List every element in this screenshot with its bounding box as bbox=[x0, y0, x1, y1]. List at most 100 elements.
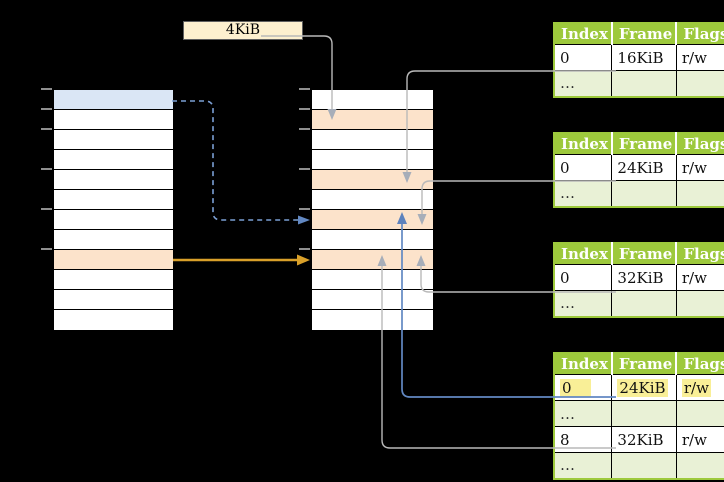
tick-mark bbox=[299, 248, 310, 250]
tick-mark bbox=[299, 208, 310, 210]
page-table-4: Index Frame Flags 0 24KiB r/w … 8 32KiB … bbox=[553, 352, 724, 480]
flags-cell: r/w bbox=[675, 44, 724, 71]
index-cell: … bbox=[553, 452, 613, 479]
index-cell: … bbox=[553, 180, 613, 207]
memory-row bbox=[54, 210, 173, 230]
frame-cell: 32KiB bbox=[611, 426, 677, 453]
frame-cell bbox=[611, 290, 677, 317]
memory-row bbox=[312, 190, 433, 210]
table-header-row: Index Frame Flags bbox=[554, 243, 724, 265]
frame-cell: 32KiB bbox=[611, 264, 677, 291]
col-index: Index bbox=[554, 243, 612, 265]
index-cell: 0 bbox=[553, 154, 613, 181]
frame-cell: 24KiB bbox=[611, 154, 677, 181]
col-flags: Flags bbox=[675, 133, 724, 155]
tick-mark bbox=[41, 168, 52, 170]
col-index: Index bbox=[554, 23, 612, 45]
index-cell: 0 bbox=[553, 44, 613, 71]
memory-row bbox=[312, 150, 433, 170]
page-table-3: Index Frame Flags 0 32KiB r/w … bbox=[553, 242, 724, 318]
memory-row bbox=[312, 90, 433, 110]
table-row: 0 16KiB r/w bbox=[553, 44, 724, 71]
memory-row bbox=[54, 310, 173, 330]
index-cell: 8 bbox=[553, 426, 613, 453]
flags-cell: r/w bbox=[675, 154, 724, 181]
memory-row bbox=[54, 190, 173, 210]
index-cell: … bbox=[553, 290, 613, 317]
memory-row bbox=[54, 290, 173, 310]
col-flags: Flags bbox=[675, 243, 724, 265]
tick-mark bbox=[41, 108, 52, 110]
tick-mark bbox=[41, 88, 52, 90]
col-index: Index bbox=[554, 133, 612, 155]
highlight-index: 0 bbox=[560, 378, 591, 397]
index-cell: … bbox=[553, 400, 613, 427]
table-row: … bbox=[553, 180, 724, 207]
frame-cell: 24KiB bbox=[611, 374, 677, 401]
frame-cell bbox=[611, 400, 677, 427]
memory-row bbox=[312, 270, 433, 290]
virtual-page-8 bbox=[54, 250, 173, 270]
frame-16kib bbox=[312, 170, 433, 190]
tick-mark bbox=[41, 128, 52, 130]
memory-row bbox=[312, 290, 433, 310]
col-frame: Frame bbox=[610, 243, 677, 265]
memory-row bbox=[312, 230, 433, 250]
table-header-row: Index Frame Flags bbox=[554, 23, 724, 45]
table-row: 8 32KiB r/w bbox=[553, 426, 724, 453]
index-cell: 0 bbox=[553, 374, 613, 401]
flags-cell bbox=[675, 400, 724, 427]
table-row-highlighted: 0 24KiB r/w bbox=[553, 374, 724, 401]
virtual-page-0 bbox=[54, 90, 173, 110]
table-row: … bbox=[553, 452, 724, 479]
index-cell: 0 bbox=[553, 264, 613, 291]
highlight-flags: r/w bbox=[681, 378, 711, 397]
highlight-frame: 24KiB bbox=[617, 378, 668, 397]
physical-memory-table bbox=[311, 89, 434, 331]
frame-cell bbox=[611, 452, 677, 479]
memory-row bbox=[54, 170, 173, 190]
flags-cell bbox=[675, 290, 724, 317]
flags-cell bbox=[675, 70, 724, 97]
col-frame: Frame bbox=[610, 23, 677, 45]
table-header-row: Index Frame Flags bbox=[554, 133, 724, 155]
flags-cell: r/w bbox=[675, 374, 724, 401]
memory-row bbox=[54, 230, 173, 250]
tick-mark bbox=[299, 88, 310, 90]
page-table-2: Index Frame Flags 0 24KiB r/w … bbox=[553, 132, 724, 208]
col-flags: Flags bbox=[675, 23, 724, 45]
tick-mark bbox=[299, 168, 310, 170]
tick-mark bbox=[41, 248, 52, 250]
table-row: 0 32KiB r/w bbox=[553, 264, 724, 291]
frame-32kib bbox=[312, 250, 433, 270]
table-row: … bbox=[553, 400, 724, 427]
index-cell: … bbox=[553, 70, 613, 97]
table-header-row: Index Frame Flags bbox=[554, 353, 724, 375]
memory-row bbox=[312, 310, 433, 330]
frame-cell: 16KiB bbox=[611, 44, 677, 71]
flags-cell: r/w bbox=[675, 264, 724, 291]
col-frame: Frame bbox=[610, 133, 677, 155]
frame-4kib bbox=[312, 110, 433, 130]
frame-cell bbox=[611, 180, 677, 207]
memory-row bbox=[54, 270, 173, 290]
flags-cell bbox=[675, 180, 724, 207]
table-row: 0 24KiB r/w bbox=[553, 154, 724, 181]
flags-cell: r/w bbox=[675, 426, 724, 453]
virtual-memory-table bbox=[53, 89, 174, 331]
tick-mark bbox=[299, 108, 310, 110]
arrow-virtual-page8-to-frame-32kib bbox=[173, 254, 310, 266]
frame-cell bbox=[611, 70, 677, 97]
memory-row bbox=[54, 110, 173, 130]
col-index: Index bbox=[554, 353, 612, 375]
flags-cell bbox=[675, 452, 724, 479]
memory-row bbox=[54, 150, 173, 170]
table-row: … bbox=[553, 70, 724, 97]
page-table-1: Index Frame Flags 0 16KiB r/w … bbox=[553, 22, 724, 98]
col-flags: Flags bbox=[675, 353, 724, 375]
table-row: … bbox=[553, 290, 724, 317]
tick-mark bbox=[41, 208, 52, 210]
arrow-virtual-page0-to-frame-24kib bbox=[172, 100, 310, 225]
page-size-label: 4KiB bbox=[183, 21, 303, 40]
